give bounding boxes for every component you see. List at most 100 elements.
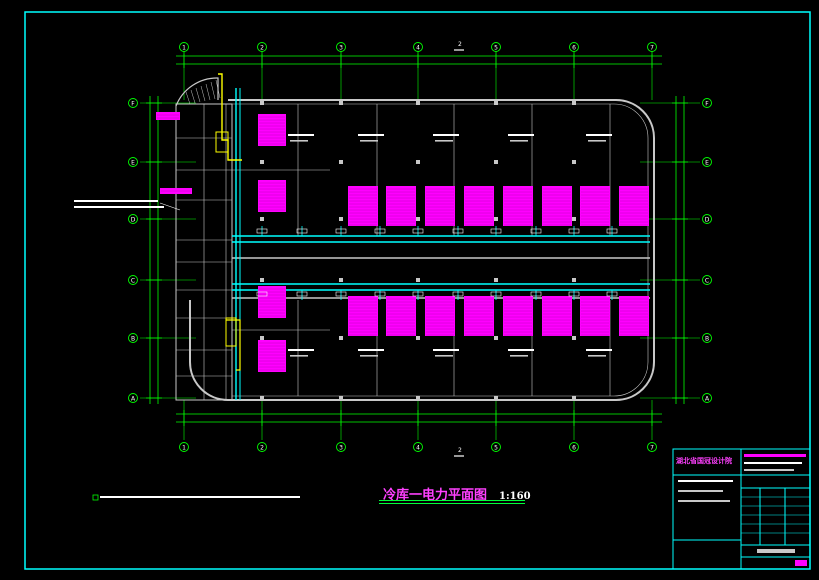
axis-bubble — [128, 393, 138, 403]
structural-column — [260, 278, 264, 282]
equipment-load-table — [386, 296, 416, 336]
axis-label: D — [705, 216, 710, 223]
stair-tread — [210, 81, 216, 100]
axis-label: 1 — [182, 444, 186, 451]
annotation-stub — [74, 206, 164, 208]
equipment-load-table — [258, 180, 286, 212]
equipment-load-table — [464, 186, 494, 226]
annotation-stub — [74, 200, 158, 202]
structural-column — [260, 101, 264, 105]
axis-label: B — [705, 335, 709, 342]
equipment-load-table — [258, 340, 286, 372]
device-box — [530, 228, 542, 234]
structural-column — [416, 396, 420, 400]
axis-label: C — [705, 277, 709, 284]
room-temp-stub — [588, 355, 606, 357]
axis-label: 6 — [572, 44, 576, 51]
distribution-panel — [215, 131, 229, 153]
building-wall-inner — [232, 103, 649, 397]
device-box — [568, 291, 580, 297]
stair-tread — [200, 85, 206, 102]
room-label-stub — [508, 134, 534, 136]
axis-bubble — [413, 442, 423, 452]
device-box — [374, 228, 386, 234]
axis-label: F — [131, 100, 135, 107]
device-box — [412, 228, 424, 234]
device-box — [374, 291, 386, 297]
axis-label: A — [131, 395, 136, 402]
axis-label: E — [705, 159, 709, 166]
equipment-load-table — [425, 186, 455, 226]
axis-label: 7 — [650, 444, 654, 451]
annotation-leader — [159, 202, 181, 211]
equipment-load-table — [503, 296, 533, 336]
axis-bubble — [128, 275, 138, 285]
room-label-stub — [433, 349, 459, 351]
device-box — [490, 228, 502, 234]
axis-bubble — [491, 42, 501, 52]
axis-bubble — [257, 442, 267, 452]
stair-tread — [205, 83, 211, 101]
structural-column — [339, 217, 343, 221]
axis-label: 5 — [494, 444, 498, 451]
axis-label: C — [131, 277, 135, 284]
axis-label: 1 — [182, 44, 186, 51]
equipment-load-table — [386, 186, 416, 226]
structural-column — [260, 396, 264, 400]
device-box — [452, 228, 464, 234]
axis-label: A — [705, 395, 710, 402]
axis-bubble — [569, 442, 579, 452]
axis-label: 2 — [260, 444, 264, 451]
axis-bubble — [179, 442, 189, 452]
axis-bubble — [179, 42, 189, 52]
device-box — [568, 228, 580, 234]
axis-bubble — [702, 333, 712, 343]
room-temp-stub — [360, 355, 378, 357]
room-label-stub — [508, 349, 534, 351]
device-box — [256, 228, 268, 234]
equipment-load-table — [348, 186, 378, 226]
axis-label: 7 — [650, 44, 654, 51]
structural-column — [416, 160, 420, 164]
axis-bubble — [413, 42, 423, 52]
equipment-load-table — [619, 296, 649, 336]
axis-label: 4 — [416, 44, 420, 51]
structural-column — [339, 101, 343, 105]
room-label-stub — [586, 349, 612, 351]
room-temp-stub — [510, 355, 528, 357]
axis-bubble — [128, 98, 138, 108]
axis-label: D — [131, 216, 136, 223]
section-mark-label: 2 — [458, 41, 462, 48]
axis-bubble — [128, 333, 138, 343]
corridor-edge — [225, 103, 233, 401]
room-temp-stub — [588, 140, 606, 142]
drawing-title: 冷库一电力平面图 — [383, 488, 488, 503]
structural-column — [339, 396, 343, 400]
room-temp-stub — [290, 140, 308, 142]
equipment-load-table — [258, 286, 286, 318]
axis-label: 4 — [416, 444, 420, 451]
axis-bubble — [257, 42, 267, 52]
structural-column — [260, 160, 264, 164]
equipment-load-table — [425, 296, 455, 336]
title-block — [672, 448, 811, 570]
axis-bubble — [702, 393, 712, 403]
room-temp-stub — [290, 355, 308, 357]
device-box — [452, 291, 464, 297]
axis-label: E — [131, 159, 135, 166]
structural-column — [494, 101, 498, 105]
section-mark-label: 2 — [458, 447, 462, 454]
structural-column — [494, 396, 498, 400]
stair-tread — [190, 89, 196, 104]
structural-column — [339, 160, 343, 164]
device-box — [256, 291, 268, 297]
axis-label: B — [131, 335, 135, 342]
axis-bubble — [128, 214, 138, 224]
axis-bubble — [647, 42, 657, 52]
structural-column — [416, 101, 420, 105]
room-label-stub — [433, 134, 459, 136]
structural-column — [572, 396, 576, 400]
structural-column — [260, 217, 264, 221]
stair-tread — [195, 87, 201, 103]
stair-tread — [185, 91, 191, 105]
